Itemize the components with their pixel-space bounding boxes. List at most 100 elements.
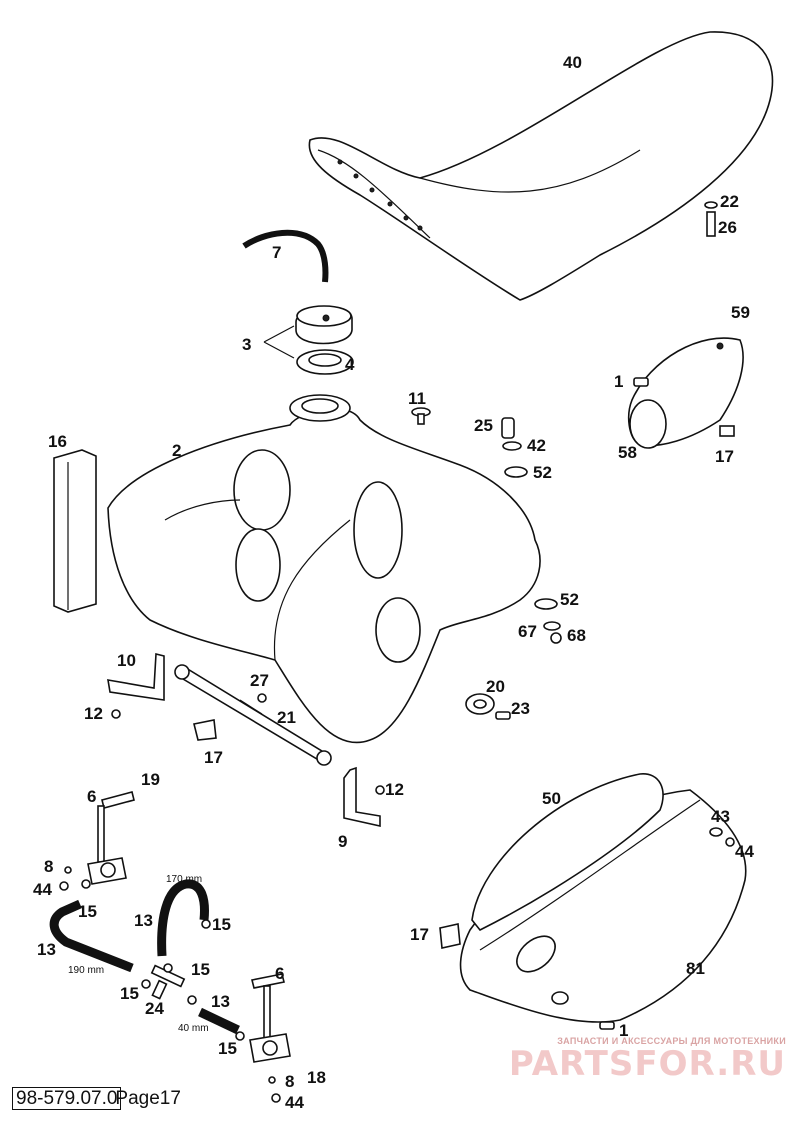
callout-labels: 40 22 26 7 3 4 59 1 58 17 11 25 42 52 16…: [33, 53, 754, 1112]
label-17-top: 17: [715, 447, 734, 466]
label-12-left: 12: [84, 704, 103, 723]
clip-17-side: [439, 923, 461, 949]
washer-52-top: [504, 466, 528, 478]
label-67: 67: [518, 622, 537, 641]
hose-190mm: [49, 899, 134, 973]
label-21: 21: [277, 708, 296, 727]
screw-12-right: [375, 785, 385, 795]
label-15-a: 15: [78, 902, 97, 921]
fuel-tank: [107, 394, 541, 744]
fuel-tap-upper: [87, 791, 135, 885]
label-8-lower: 8: [285, 1072, 294, 1091]
fuel-cap: [295, 305, 353, 345]
label-9: 9: [338, 832, 347, 851]
screw-44-side: [725, 837, 735, 847]
label-6-upper: 6: [87, 787, 96, 806]
label-20: 20: [486, 677, 505, 696]
bolt-25: [501, 417, 515, 439]
screw-1-filter: [633, 377, 649, 387]
hose-clamps: [81, 879, 245, 1041]
screw-1-side: [599, 1021, 615, 1030]
label-23: 23: [511, 699, 530, 718]
clamp-8: [64, 866, 72, 874]
label-18: 18: [307, 1068, 326, 1087]
washer-67: [543, 621, 561, 631]
side-number-plate: [459, 789, 747, 1023]
label-8-upper: 8: [44, 857, 53, 876]
label-59: 59: [731, 303, 750, 322]
label-52-bottom: 52: [560, 590, 579, 609]
screw-44-lower: [271, 1093, 281, 1103]
washer-42: [502, 441, 522, 451]
label-44-side: 44: [735, 842, 754, 861]
label-15-c: 15: [191, 960, 210, 979]
label-25: 25: [474, 416, 493, 435]
label-81: 81: [686, 959, 705, 978]
watermark-tagline: ЗАПЧАСТИ И АКСЕССУАРЫ ДЛЯ МОТОТЕХНИКИ: [557, 1036, 786, 1046]
hose-40mm: [198, 1007, 240, 1035]
hose-170mm: [157, 879, 209, 957]
seat-underside-holes: [337, 159, 423, 231]
label-15-d: 15: [120, 984, 139, 1003]
label-17-mid: 17: [204, 748, 223, 767]
label-17-side: 17: [410, 925, 429, 944]
t-connector-24: [150, 964, 186, 1000]
label-68: 68: [567, 626, 586, 645]
label-12-right: 12: [385, 780, 404, 799]
decal-strip: [53, 449, 97, 613]
washer-52-bottom: [534, 598, 558, 610]
label-52-top: 52: [533, 463, 552, 482]
screw-12-left: [111, 709, 121, 719]
grommet-20: [465, 693, 495, 715]
clip-17-left: [193, 719, 217, 741]
label-13-left: 13: [37, 940, 56, 959]
label-11: 11: [408, 389, 426, 408]
screw-27: [257, 693, 267, 703]
page-number: Page17: [115, 1088, 181, 1109]
breather-hose: [242, 229, 329, 283]
filter-housing: [627, 337, 744, 449]
label-15-e: 15: [218, 1039, 237, 1058]
dimension-170mm: 170 mm: [166, 874, 202, 885]
seat-bolt: [704, 201, 718, 237]
nut-68: [550, 632, 562, 644]
dimension-40mm: 40 mm: [178, 1023, 209, 1034]
bracket-10: [107, 652, 165, 701]
label-43: 43: [711, 807, 730, 826]
label-24: 24: [145, 999, 164, 1018]
label-40: 40: [563, 53, 582, 72]
page-reference: 98-579.07.0Page17: [12, 1087, 181, 1110]
label-10: 10: [117, 651, 136, 670]
dimension-190mm: 190 mm: [68, 965, 104, 976]
label-4: 4: [345, 355, 355, 374]
label-44-upper: 44: [33, 880, 52, 899]
label-42: 42: [527, 436, 546, 455]
label-44-lower: 44: [285, 1093, 304, 1112]
label-13-right: 13: [211, 992, 230, 1011]
clamp-8-lower: [268, 1076, 276, 1084]
label-1-side: 1: [619, 1021, 628, 1040]
label-19: 19: [141, 770, 160, 789]
label-1-top: 1: [614, 372, 623, 391]
bracket-9: [343, 766, 381, 827]
label-2: 2: [172, 441, 181, 460]
label-26: 26: [718, 218, 737, 237]
label-58: 58: [618, 443, 637, 462]
diagram-code: 98-579.07.0: [12, 1087, 122, 1110]
washer-43: [709, 827, 723, 837]
watermark-brand: PARTSFOR.RU: [508, 1044, 786, 1084]
screw-23: [495, 711, 511, 720]
label-27: 27: [250, 671, 269, 690]
fuel-tap-lower: [249, 973, 291, 1063]
cap-gasket: [296, 349, 354, 375]
label-13-mid: 13: [134, 911, 153, 930]
label-50: 50: [542, 789, 561, 808]
label-15-b: 15: [212, 915, 231, 934]
label-7: 7: [272, 243, 281, 262]
dimension-labels: 170 mm 190 mm 40 mm: [68, 874, 209, 1034]
grommet-11: [411, 407, 431, 425]
label-22: 22: [720, 192, 739, 211]
seat: [308, 31, 774, 301]
screw-44-upper: [59, 881, 69, 891]
